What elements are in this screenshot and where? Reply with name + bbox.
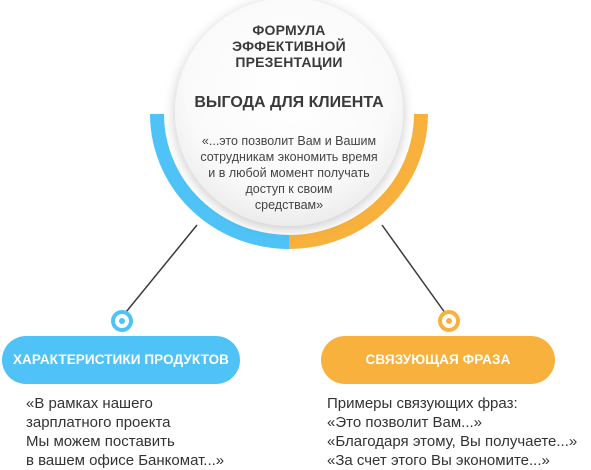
product-features-label: ХАРАКТЕРИСТИКИ ПРОДУКТОВ — [2, 336, 240, 384]
right-connector-dot — [446, 318, 452, 324]
benefit-quote: «...это позволит Вам и Вашим сотрудникам… — [200, 134, 378, 212]
formula-title: ФОРМУЛА ЭФФЕКТИВНОЙ ПРЕЗЕНТАЦИИ — [232, 22, 346, 70]
center-circle-content: ФОРМУЛА ЭФФЕКТИВНОЙ ПРЕЗЕНТАЦИИ ВЫГОДА Д… — [180, 14, 398, 214]
linking-phrase-text: Примеры связующих фраз: «Это позволит Ва… — [327, 395, 578, 469]
benefit-title: ВЫГОДА ДЛЯ КЛИЕНТА — [194, 94, 384, 111]
linking-phrase-label: СВЯЗУЮЩАЯ ФРАЗА — [321, 336, 555, 384]
orange-arc — [288, 113, 428, 249]
left-connector-line — [121, 224, 198, 318]
central-circle — [175, 0, 403, 226]
product-features-text: «В рамках нашего зарплатного проекта Мы … — [26, 395, 225, 469]
left-connector-dot — [119, 318, 125, 324]
right-connector-line — [381, 224, 449, 318]
blue-arc — [150, 113, 290, 249]
